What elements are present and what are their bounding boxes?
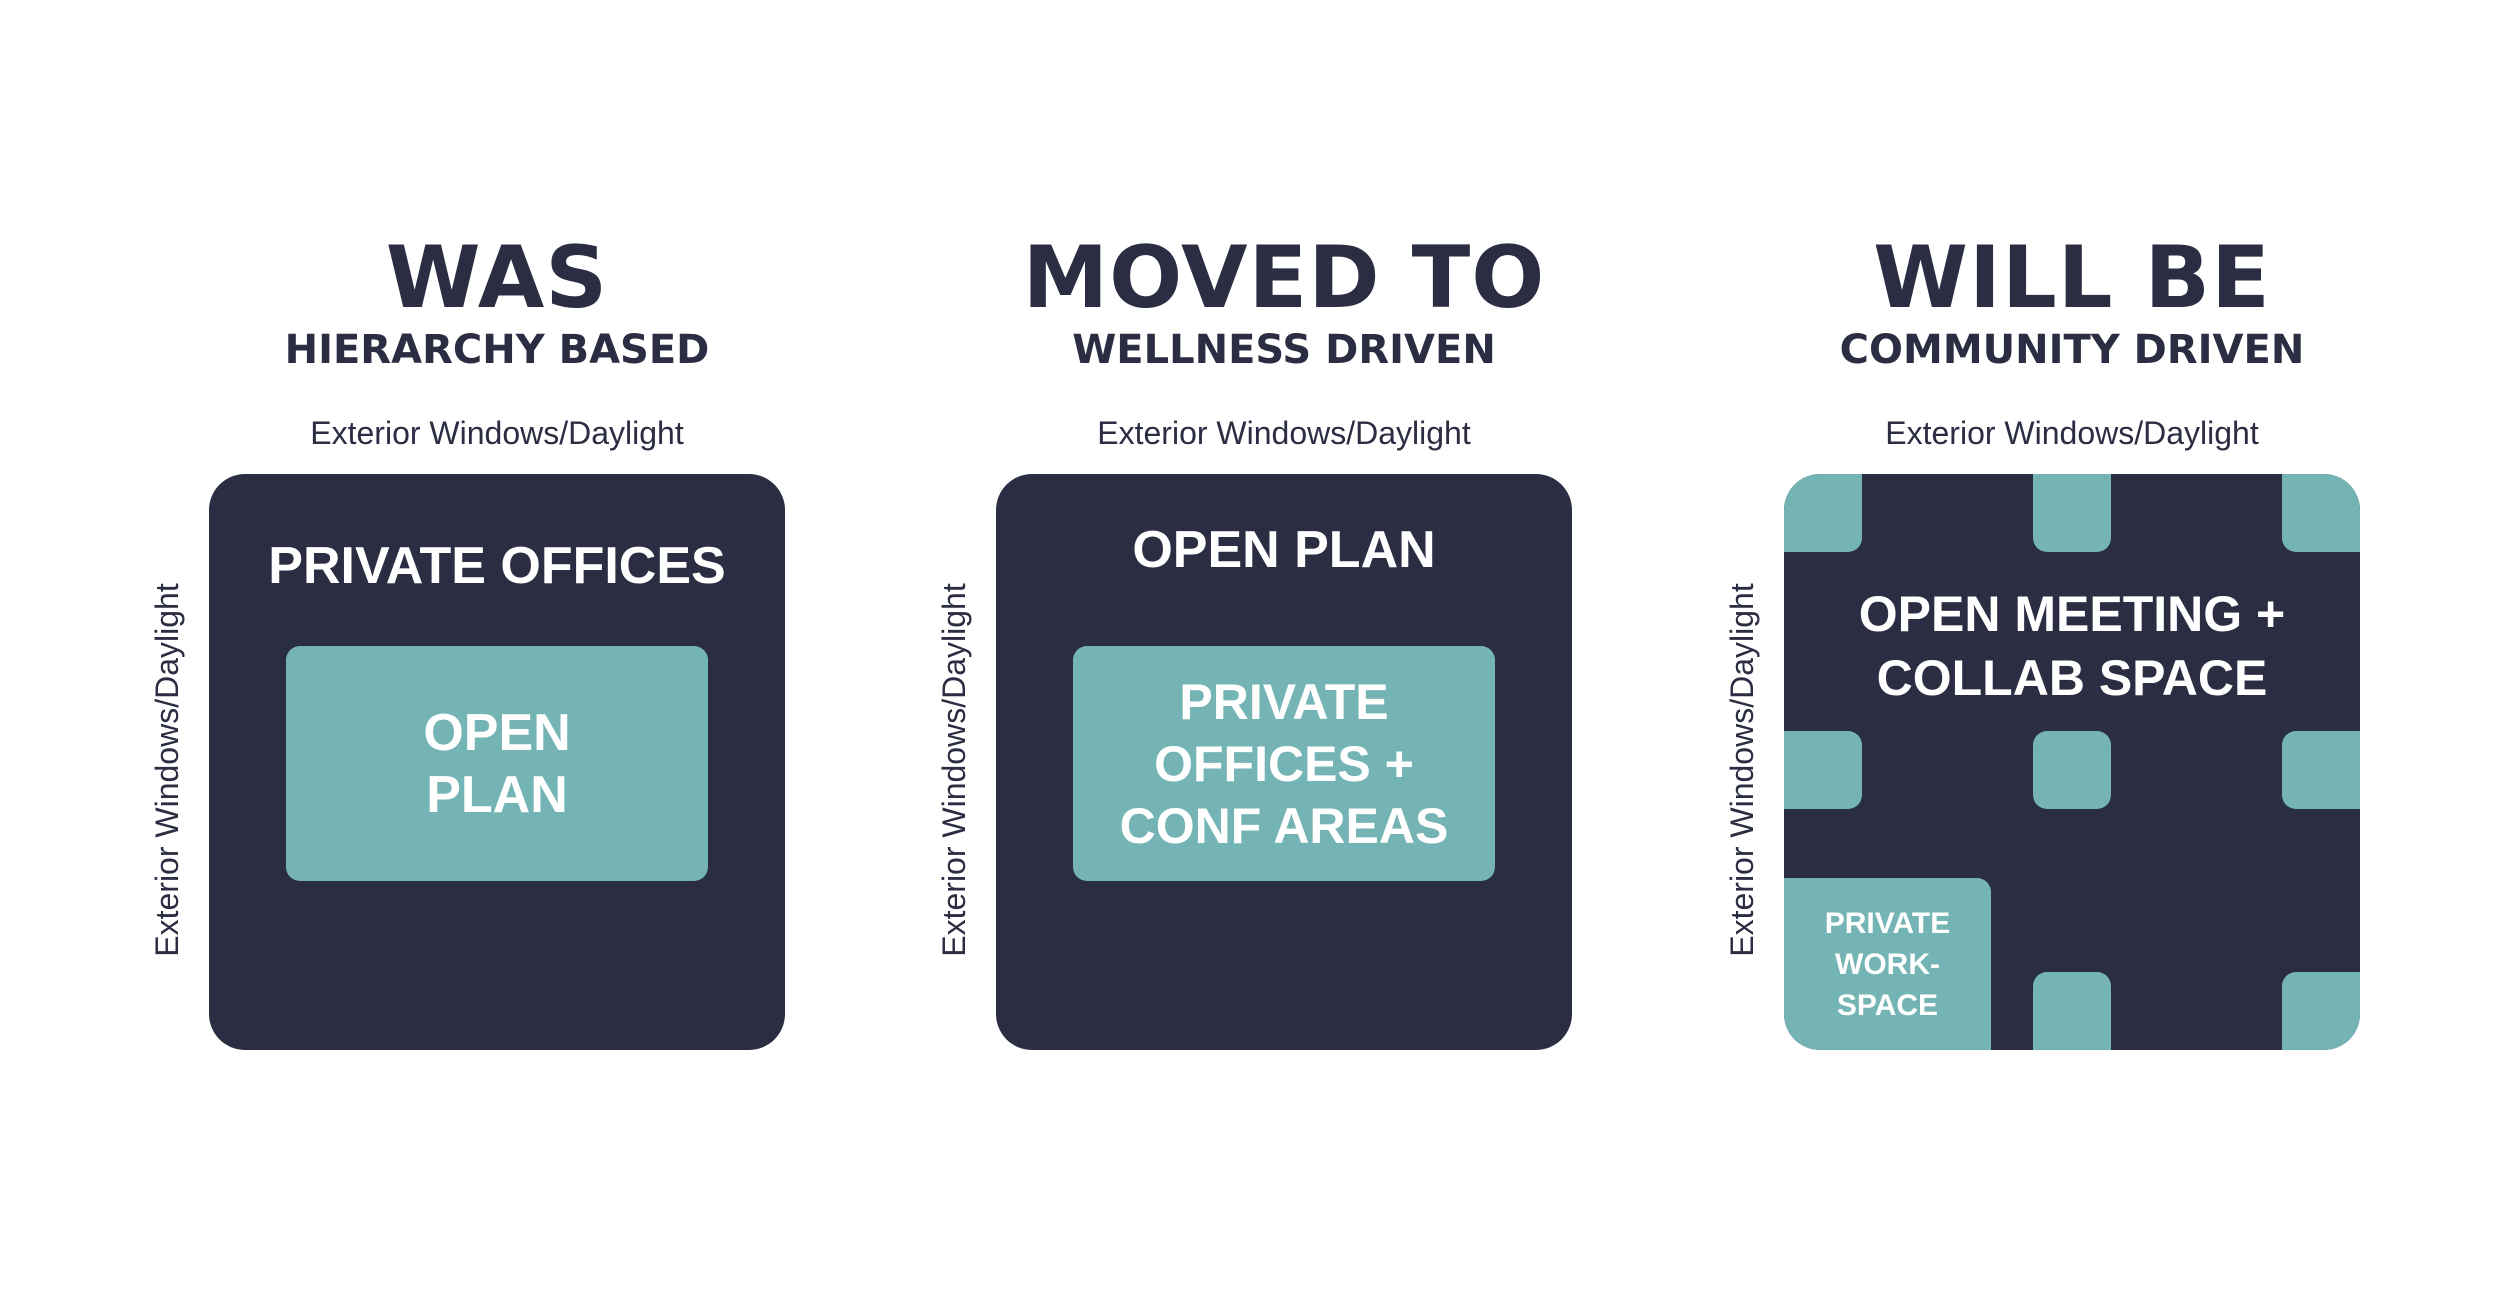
inner-zone: PRIVATE OFFICES + CONF AREAS bbox=[1073, 646, 1495, 881]
exterior-windows-label-top: Exterior Windows/Daylight bbox=[1097, 415, 1471, 451]
outer-zone-label: PRIVATE OFFICES bbox=[268, 537, 726, 595]
column-was: WAS HIERARCHY BASED Exterior Windows/Day… bbox=[117, 0, 877, 1307]
column-title: WILL BE bbox=[1873, 228, 2271, 328]
outer-zone-label: OPEN PLAN bbox=[1132, 521, 1436, 579]
collab-pod bbox=[2033, 731, 2111, 809]
floor-plan-box: OPEN PLAN PRIVATE OFFICES + CONF AREAS bbox=[996, 474, 1572, 1050]
outer-zone-label: OPEN MEETING + COLLAB SPACE bbox=[1858, 586, 2286, 706]
column-subtitle: COMMUNITY DRIVEN bbox=[1839, 327, 2305, 373]
floor-plan-box: PRIVATE OFFICES OPEN PLAN bbox=[209, 474, 785, 1050]
column-will-be: WILL BE COMMUNITY DRIVEN Exterior Window… bbox=[1692, 0, 2452, 1307]
column-title: MOVED TO bbox=[1022, 228, 1546, 328]
collab-pod bbox=[1784, 474, 1862, 552]
collab-pod bbox=[2282, 731, 2360, 809]
column-title: WAS bbox=[385, 228, 609, 328]
column-subtitle: WELLNESS DRIVEN bbox=[1072, 327, 1496, 373]
floor-plan-box: OPEN MEETING + COLLAB SPACE PRIVATE WORK… bbox=[1784, 474, 2360, 1050]
collab-pod bbox=[2282, 972, 2360, 1050]
exterior-windows-label-side: Exterior Windows/Daylight bbox=[936, 583, 972, 957]
private-workspace-zone: PRIVATE WORK- SPACE bbox=[1784, 878, 1991, 1050]
exterior-windows-label-top: Exterior Windows/Daylight bbox=[310, 415, 684, 451]
column-moved-to: MOVED TO WELLNESS DRIVEN Exterior Window… bbox=[904, 0, 1664, 1307]
collab-pod bbox=[2033, 474, 2111, 552]
exterior-windows-label-side: Exterior Windows/Daylight bbox=[149, 583, 185, 957]
inner-zone: OPEN PLAN bbox=[286, 646, 708, 881]
collab-pod bbox=[1784, 731, 1862, 809]
column-subtitle: HIERARCHY BASED bbox=[284, 327, 710, 373]
exterior-windows-label-side: Exterior Windows/Daylight bbox=[1724, 583, 1760, 957]
collab-pod bbox=[2282, 474, 2360, 552]
exterior-windows-label-top: Exterior Windows/Daylight bbox=[1885, 415, 2259, 451]
collab-pod bbox=[2033, 972, 2111, 1050]
